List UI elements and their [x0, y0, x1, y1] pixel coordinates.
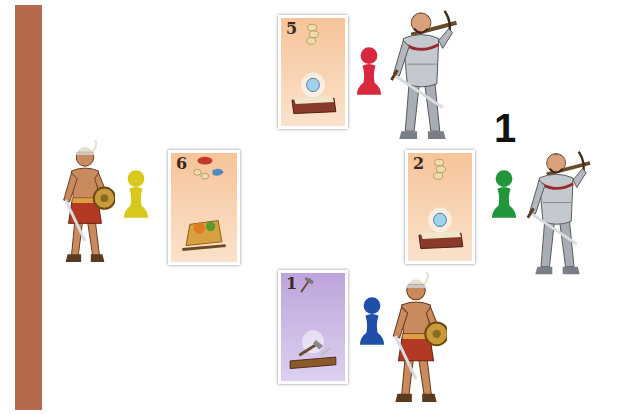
action-card: 6: [168, 150, 240, 265]
warrior-figure: [393, 272, 448, 402]
card-number: 5: [286, 21, 297, 37]
knight-figure: [391, 11, 456, 139]
action-card: 1: [278, 270, 348, 384]
action-card: 2: [405, 150, 475, 264]
blue-pawn: [360, 297, 384, 345]
card-number: 2: [413, 156, 424, 172]
card-number: 6: [176, 156, 187, 172]
callout-number: 1: [494, 108, 516, 148]
card-number: 1: [286, 276, 297, 292]
yellow-pawn: [124, 170, 148, 218]
action-card: 5: [278, 15, 348, 129]
warrior-figure: [64, 140, 115, 262]
green-pawn: [492, 170, 516, 218]
board-edge: [15, 5, 42, 410]
red-pawn: [357, 47, 381, 95]
knight-figure: [528, 152, 590, 275]
